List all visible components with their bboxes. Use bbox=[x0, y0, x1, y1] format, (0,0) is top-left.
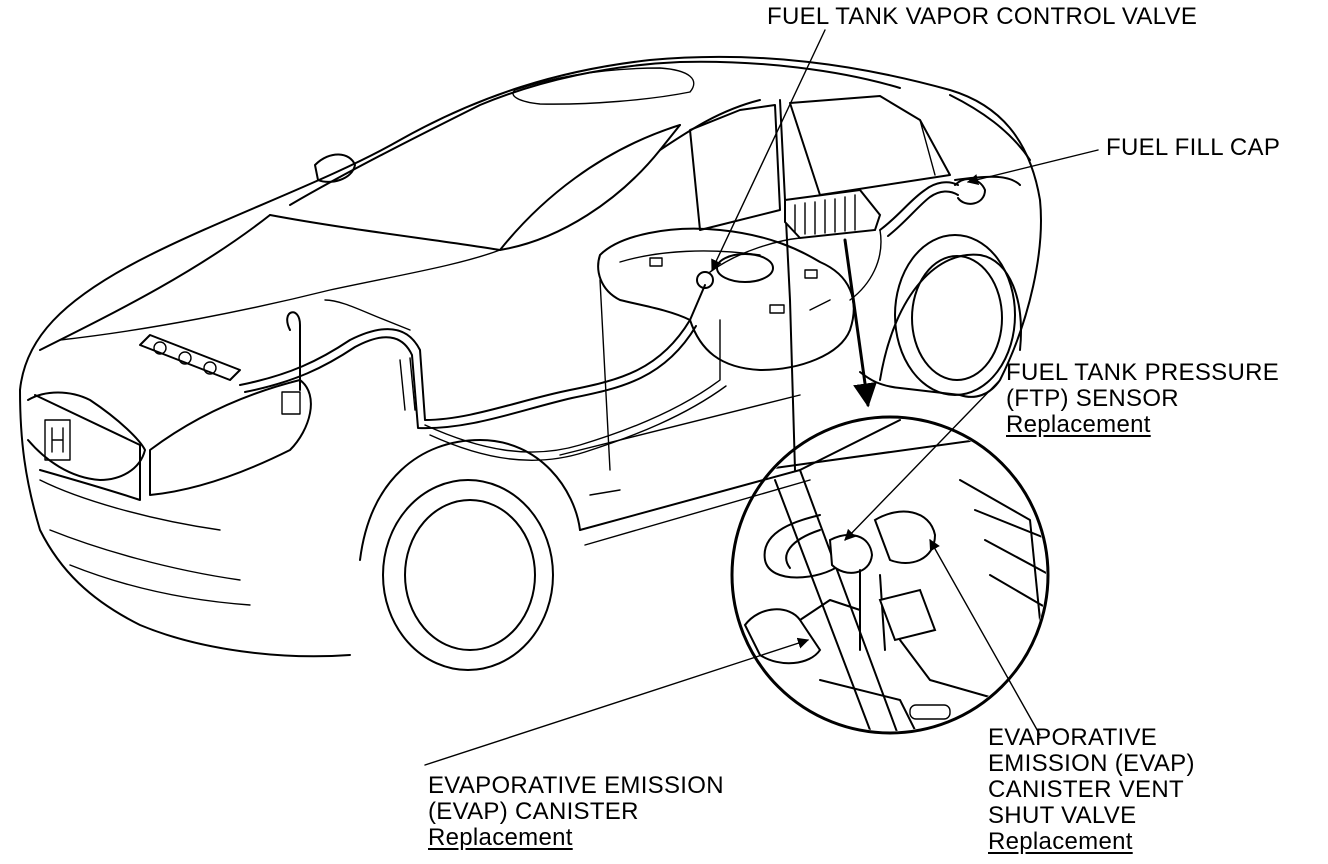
vent-line2: EMISSION (EVAP) bbox=[988, 750, 1195, 777]
ftp-sensor-detail-view bbox=[730, 415, 1050, 735]
fill-cap-line1: FUEL FILL CAP bbox=[1106, 134, 1281, 161]
vent-line1: EVAPORATIVE bbox=[988, 724, 1158, 751]
leader-vapor-control-valve bbox=[711, 29, 826, 272]
detail-view-arrow bbox=[843, 238, 877, 408]
leader-lines bbox=[424, 29, 1099, 766]
fuel-tank bbox=[597, 227, 855, 371]
label-fuel-tank-vapor-control-valve: FUEL TANK VAPOR CONTROL VALVE bbox=[767, 4, 1197, 30]
canister-replacement-link[interactable]: Replacement bbox=[428, 824, 573, 851]
leader-ftp-sensor bbox=[844, 379, 1001, 541]
vent-line3: CANISTER VENT bbox=[988, 776, 1184, 803]
leader-vent-shut-valve bbox=[929, 539, 1041, 736]
leader-fuel-fill-cap bbox=[966, 149, 1099, 186]
leader-evap-canister bbox=[424, 637, 810, 766]
ftp-replacement-link[interactable]: Replacement bbox=[1006, 411, 1151, 438]
car-body bbox=[19, 55, 1042, 671]
ftp-line1: FUEL TANK PRESSURE bbox=[1006, 359, 1280, 386]
label-ftp-sensor: FUEL TANK PRESSURE (FTP) SENSOR Replacem… bbox=[1006, 360, 1279, 438]
engine-purge-harness bbox=[139, 299, 416, 415]
ftp-line2: (FTP) SENSOR bbox=[1006, 385, 1179, 412]
fuel-lines bbox=[239, 181, 959, 461]
canister-line2: (EVAP) CANISTER bbox=[428, 798, 639, 825]
vent-line4: SHUT VALVE bbox=[988, 802, 1137, 829]
vapor-valve-line1: FUEL TANK VAPOR CONTROL VALVE bbox=[767, 3, 1198, 30]
evap-canister-unit bbox=[784, 188, 882, 240]
label-vent-shut-valve: EVAPORATIVE EMISSION (EVAP) CANISTER VEN… bbox=[988, 725, 1195, 855]
label-evap-canister: EVAPORATIVE EMISSION (EVAP) CANISTER Rep… bbox=[428, 773, 724, 851]
label-fuel-fill-cap: FUEL FILL CAP bbox=[1106, 135, 1280, 161]
vent-replacement-link[interactable]: Replacement bbox=[988, 828, 1133, 855]
canister-line1: EVAPORATIVE EMISSION bbox=[428, 772, 724, 799]
